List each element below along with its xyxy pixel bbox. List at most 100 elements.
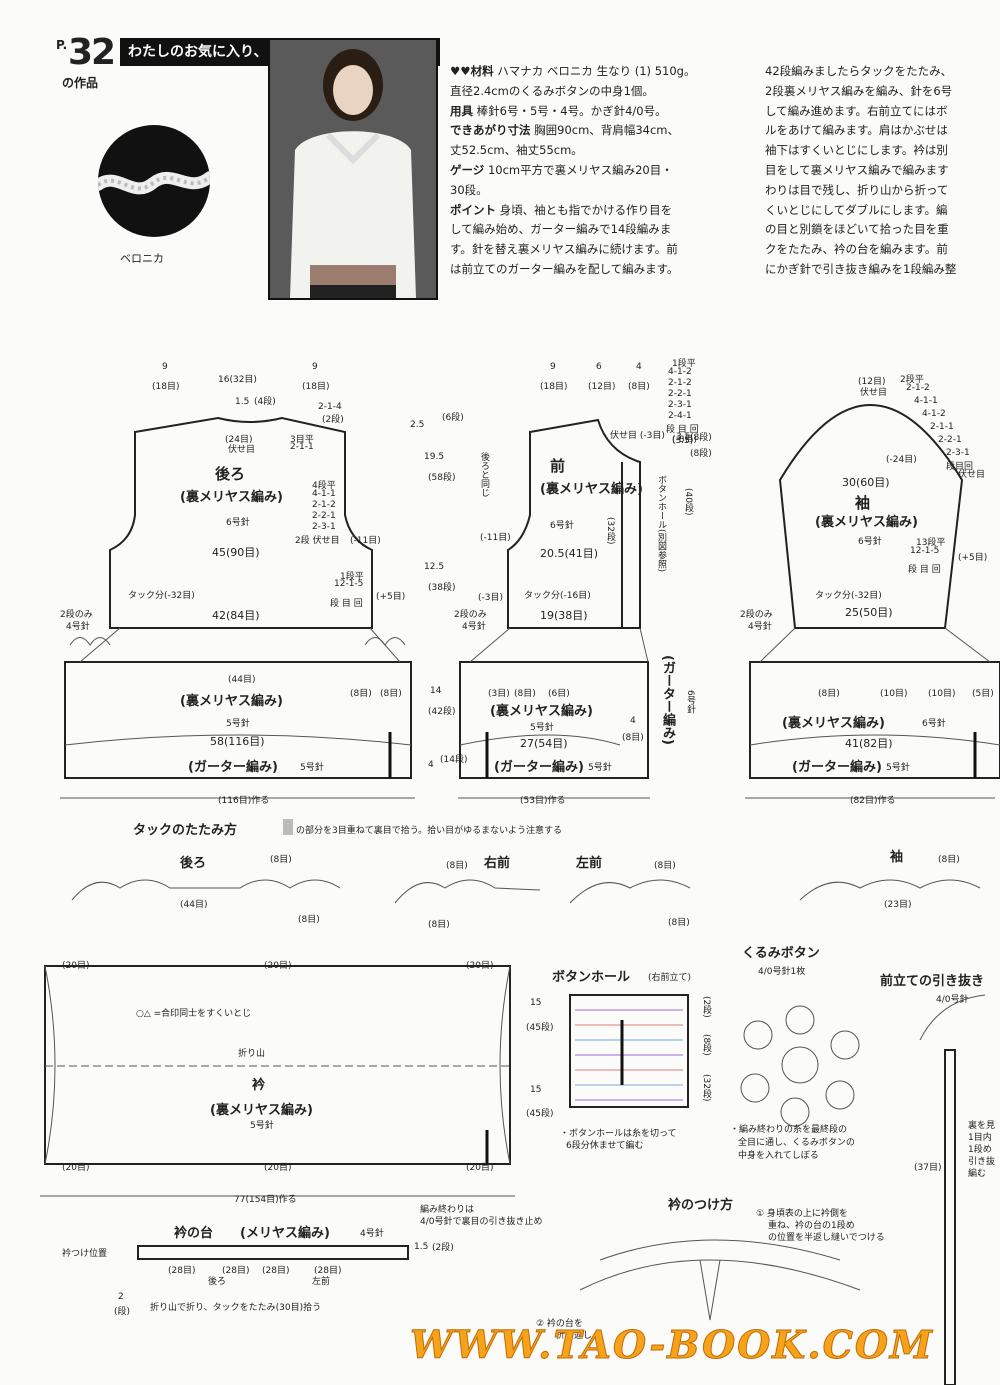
placket-edge-note-3: 引き抜 <box>968 1157 996 1167</box>
front-needle: 6号針 <box>550 521 574 531</box>
collar-fold: 折り山 <box>238 1049 266 1059</box>
button-title: くるみボタン <box>742 946 820 961</box>
collar-title: 衿 <box>252 1078 266 1093</box>
front-side-needle: 6号針 <box>685 690 695 714</box>
collar-top-0: (20目) <box>62 961 90 971</box>
band-dim-1: (2段) <box>432 1243 454 1253</box>
sleeve-cap-3: 2-1-2 <box>906 383 930 393</box>
back-neck-count: (24目) <box>225 435 253 445</box>
side-dim-3: (58段) <box>428 473 456 483</box>
front-neck-label-1: (8段) <box>690 433 712 443</box>
placket-edge-title: 前立ての引き抜き <box>880 974 985 989</box>
side-dim-0: 2.5 <box>410 420 425 430</box>
back-tuck: タック分(-32目) <box>128 591 195 601</box>
front-garter: (ガーター編み) <box>494 760 584 775</box>
tuck-note: の部分を3目重ねて裏目で拾う。拾い目がゆるまないよう注意する <box>296 826 563 836</box>
band-two-1: (段) <box>114 1307 131 1317</box>
front-arm-dec: (-11目) <box>480 533 511 543</box>
sleeve-garter-needle: 5号針 <box>886 763 910 773</box>
band-count-0: (28目) <box>168 1266 196 1276</box>
tuck-label-back: 後ろ <box>180 856 207 871</box>
front-neck-rule-0: 1段平 <box>672 359 696 369</box>
back-inc-rule-0: 1段平 <box>340 572 364 582</box>
page-badge: P. 32 の作品 <box>56 32 116 90</box>
front-mark-2: (6目) <box>548 689 570 699</box>
placket-edge-note-1: 1目内 <box>968 1133 992 1143</box>
front-tuck: タック分(-16目) <box>524 591 591 601</box>
side-dim-5: (38段) <box>428 583 456 593</box>
sleeve-mark-3: (5目) <box>972 689 994 699</box>
sleeve-cap-1: 伏せ目 <box>860 388 888 398</box>
tuck-count-7: (23目) <box>884 900 912 910</box>
front-neck-label-2: 伏せ目 (-3目) <box>610 431 665 441</box>
collar-side-2: 15 <box>530 1085 542 1095</box>
band-count-2: (28目) <box>262 1266 290 1276</box>
front-dim-0: 9 <box>550 362 556 372</box>
front-neck-rule-2: 2-1-2 <box>668 378 692 388</box>
back-lower-needle: 5号針 <box>226 719 250 729</box>
buttonhole-note-0: ・ボタンホールは糸を切って <box>560 1129 677 1139</box>
sleeve-width-41: 41(82目) <box>845 737 893 750</box>
collar-top-1: (20目) <box>264 961 292 971</box>
front-dim-1: 6 <box>596 362 602 372</box>
front-width-20: 20.5(41目) <box>540 547 599 560</box>
buttonhole-dim-2: (32段) <box>701 1074 711 1102</box>
back-garter: (ガーター編み) <box>188 760 278 775</box>
sleeve-mark-0: (8目) <box>818 689 840 699</box>
band-title: 衿の台 <box>174 1226 214 1241</box>
collar-bottom-1: (20目) <box>264 1163 292 1173</box>
buttonhole-title: ボタンホール <box>552 970 631 985</box>
front-garter-side: (ガーター編み) <box>660 655 675 745</box>
sleeve-lower-needle: 6号針 <box>922 719 946 729</box>
sleeve-needle: 6号針 <box>858 537 882 547</box>
front-neck-rule-4: 2-3-1 <box>668 400 692 410</box>
sleeve-inc-0: 13段平 <box>916 538 946 548</box>
button-note-0: ・編み終わりの糸を最終段の <box>730 1125 848 1135</box>
collar-bottom-2: (20目) <box>466 1163 494 1173</box>
side-dim-4: 12.5 <box>424 562 445 572</box>
front-stitch: (裏メリヤス編み) <box>540 482 643 497</box>
collar-attach-step2-0: ② 衿の台を <box>536 1319 583 1329</box>
back-inc: (+5目) <box>376 592 406 602</box>
band-needle: 4号針 <box>360 1229 384 1239</box>
sleeve-cap-dec: (-24目) <box>886 455 917 465</box>
sleeve-cap-2: 2段平 <box>900 375 924 385</box>
sleeve-mark-1: (10目) <box>880 689 908 699</box>
tuck-label-right-front: 右前 <box>484 856 511 871</box>
back-arm-rule-0: 4段平 <box>312 481 336 491</box>
collar-side-1: (45段) <box>526 1023 554 1033</box>
sleeve-tuck: タック分(-32目) <box>815 591 882 601</box>
back-neck-depth: 1.5 <box>235 397 250 407</box>
front-needle4: 4号針 <box>462 622 486 632</box>
tuck-label-left-front: 左前 <box>576 856 603 871</box>
side-dim-1: (6段) <box>442 413 464 423</box>
front-width-27: 27(54目) <box>520 737 568 750</box>
sleeve-inc: (+5目) <box>958 553 988 563</box>
tuck-count-2: (8目) <box>298 915 320 925</box>
sleeve-needle4: 4号針 <box>748 622 772 632</box>
front-lower-stitch: (裏メリヤス編み) <box>490 704 593 719</box>
back-inc-rule-1: 12-1-5 <box>334 579 364 589</box>
back-width-42: 42(84目) <box>212 609 260 622</box>
sleeve-lower-stitch: (裏メリヤス編み) <box>782 716 885 731</box>
back-neck-rule1: 3目平 <box>290 435 314 445</box>
front-width-19: 19(38目) <box>540 609 588 622</box>
back-arm-rule-2: 2-1-2 <box>312 500 336 510</box>
front-placket-rows: (8段) <box>690 449 712 459</box>
collar-attach-step2-1: 折り返し <box>556 1331 593 1341</box>
back-width-58: 58(116目) <box>210 735 265 748</box>
band-count-1: (28目) <box>222 1266 250 1276</box>
sleeve-cap-0: (12目) <box>858 377 886 387</box>
collar-side-0: 15 <box>530 998 542 1008</box>
front-placket-dim: 3.5 <box>676 432 691 442</box>
front-neck-rule-6: 段 目 回 <box>666 425 699 435</box>
front-sub-0: (18目) <box>540 382 568 392</box>
collar-side-3: (45段) <box>526 1109 554 1119</box>
back-two-rows: 2段のみ <box>60 610 93 620</box>
front-cast-on: (53目)作る <box>520 796 566 806</box>
collar-stitch: (裏メリヤス編み) <box>210 1103 313 1118</box>
band-stitch: (メリヤス編み) <box>240 1226 330 1241</box>
buttonhole-note-1: 6段分休ませて編む <box>566 1141 644 1151</box>
collar-needle: 5号針 <box>250 1121 274 1131</box>
